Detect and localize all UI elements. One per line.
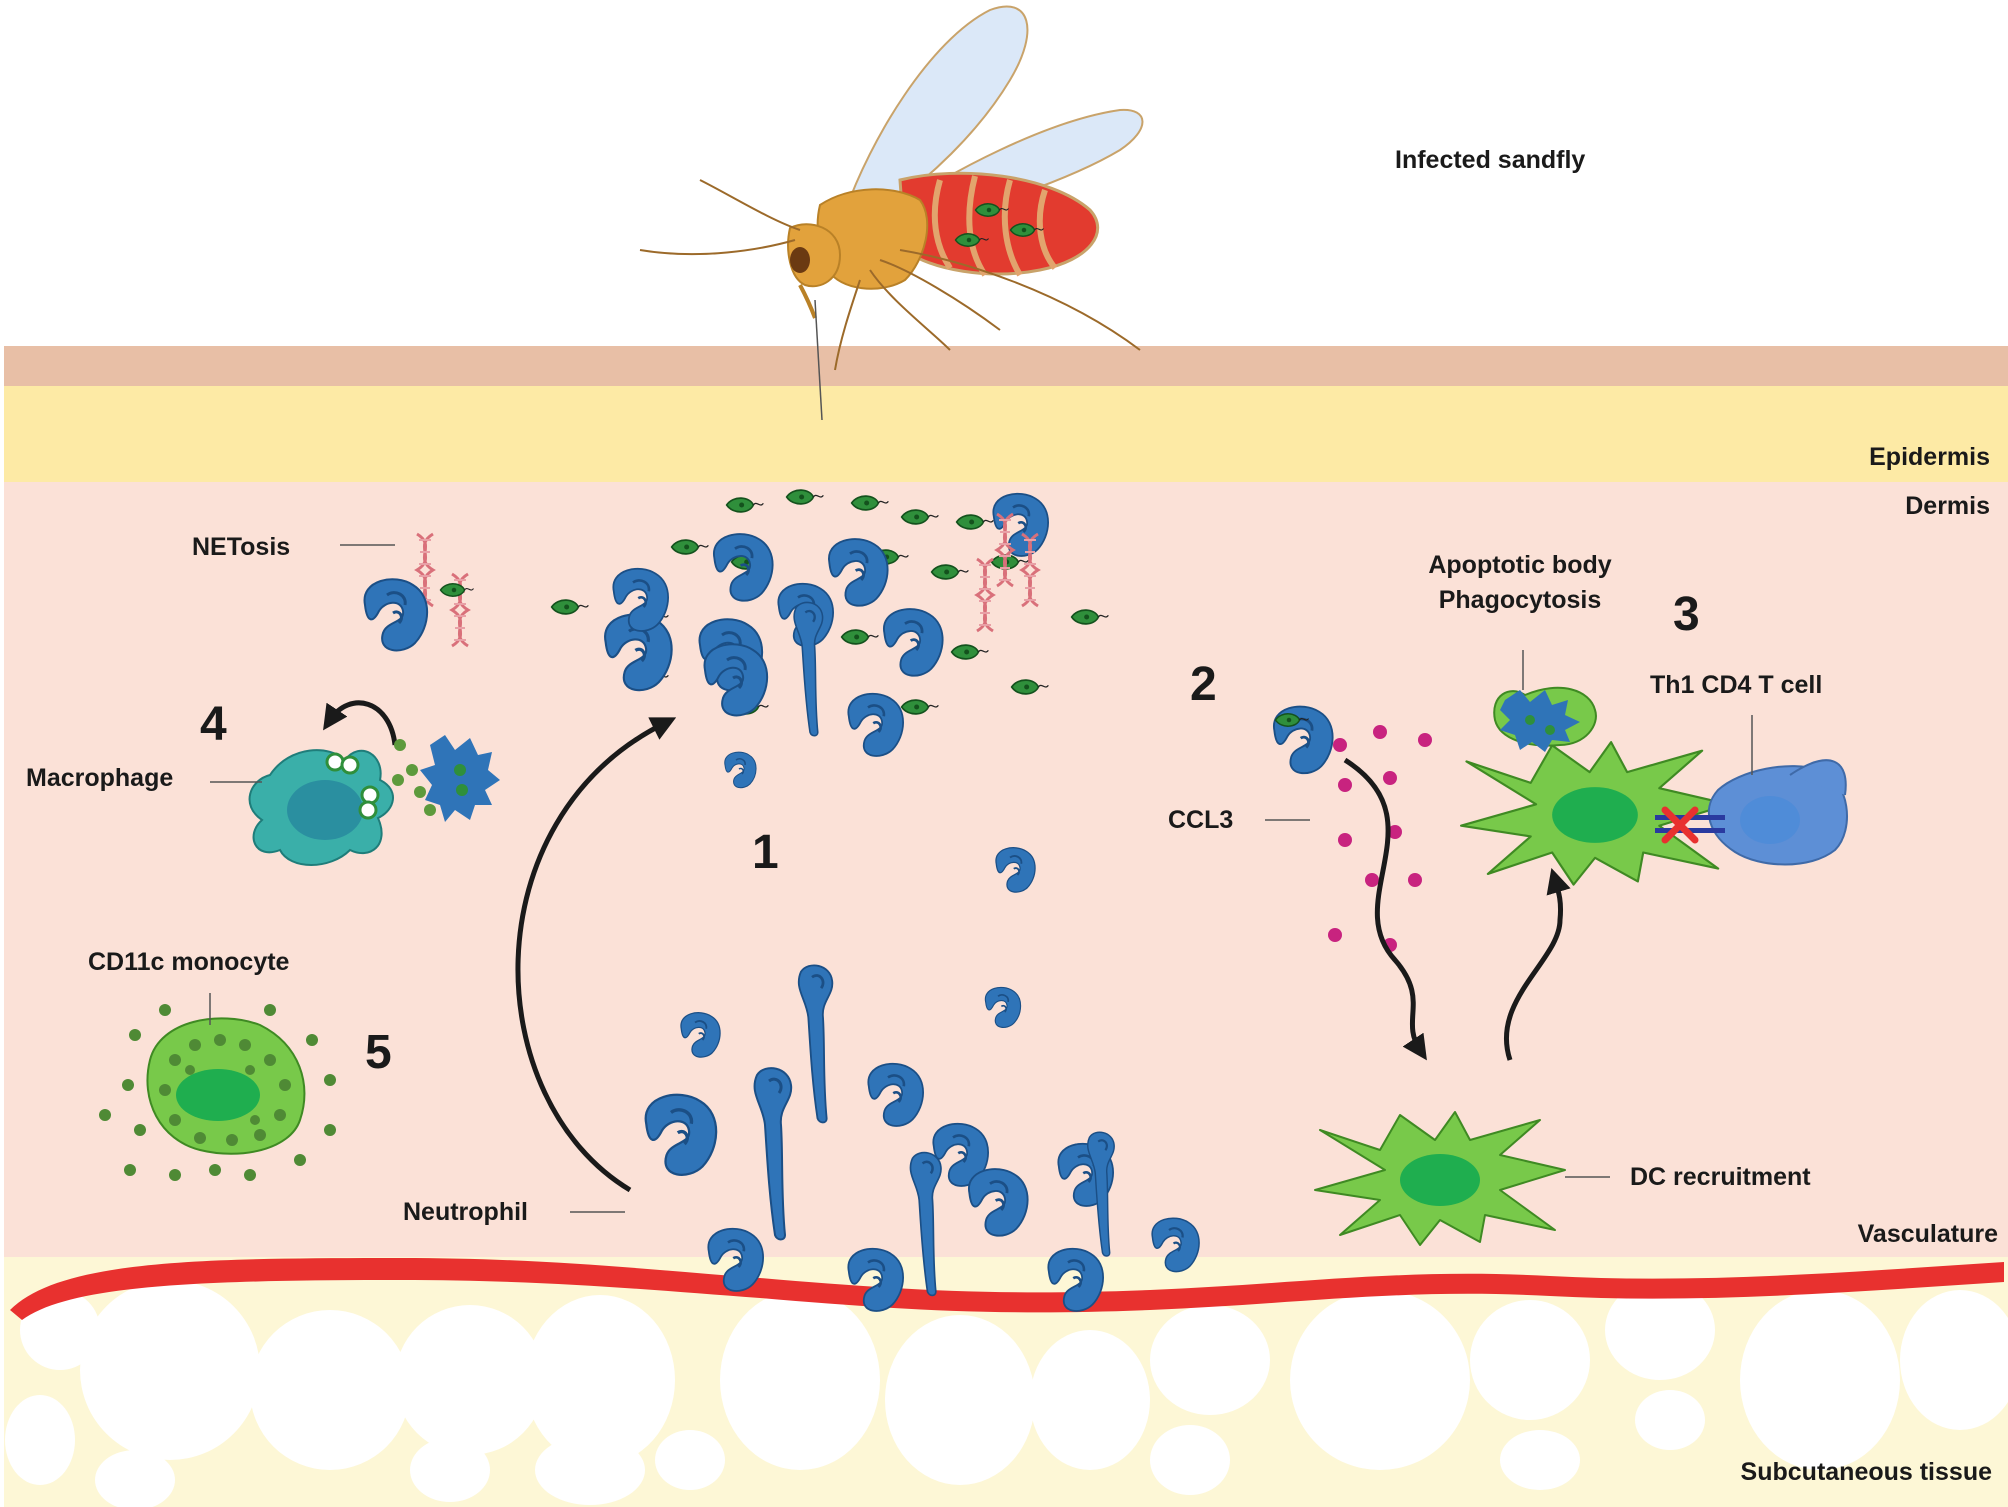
skin-surface-layer xyxy=(4,346,2008,386)
sandfly-icon xyxy=(639,5,1144,421)
neutrophil-label: Neutrophil xyxy=(403,1198,528,1226)
sandfly-label: Infected sandfly xyxy=(1395,146,1585,174)
dc-t-cell-interaction xyxy=(1459,686,1848,886)
ccl3-dot-icon xyxy=(1333,738,1347,752)
arrow-icon xyxy=(1503,868,1571,1061)
ccl3-label: CCL3 xyxy=(1168,806,1233,834)
fat-cells xyxy=(5,1280,2008,1507)
cd11c-monocyte-label: CD11c monocyte xyxy=(88,948,290,976)
arrow-icon xyxy=(515,717,677,1193)
step-2-number: 2 xyxy=(1190,658,1217,711)
epidermis-label: Epidermis xyxy=(1869,443,1990,471)
apoptotic-neutrophil xyxy=(420,735,500,822)
step-5-number: 5 xyxy=(365,1026,392,1079)
step-1-number: 1 xyxy=(752,826,779,879)
ccl3-dots xyxy=(1328,725,1432,952)
subcutaneous-label: Subcutaneous tissue xyxy=(1741,1458,1993,1486)
dermis-layer xyxy=(4,482,2008,1257)
leader-lines xyxy=(209,544,1753,1213)
phagocytosis-label: Phagocytosis xyxy=(1439,586,1602,614)
apoptotic-body-label: Apoptotic body xyxy=(1428,551,1611,579)
netosis-label: NETosis xyxy=(192,533,290,561)
macrophage-icon xyxy=(248,749,394,866)
vasculature-label: Vasculature xyxy=(1858,1220,1998,1248)
blood-vessel xyxy=(10,1258,2004,1320)
dermis-label: Dermis xyxy=(1905,492,1990,520)
th1-cd4-t-cell-label: Th1 CD4 T cell xyxy=(1650,671,1822,699)
epidermis-layer xyxy=(4,386,2008,482)
dc-recruitment-label: DC recruitment xyxy=(1630,1163,1811,1191)
macrophage-label: Macrophage xyxy=(26,764,173,792)
step-3-number: 3 xyxy=(1673,588,1700,641)
step-4-number: 4 xyxy=(200,698,227,751)
arrow-icon xyxy=(323,700,398,746)
monocyte-icon xyxy=(99,1004,336,1181)
arrow-icon xyxy=(1343,757,1427,1061)
